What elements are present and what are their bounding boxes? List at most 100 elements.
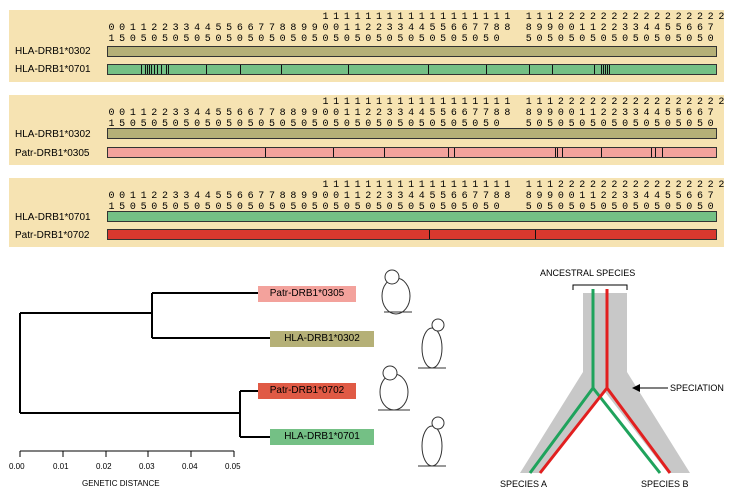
- ruler-digit: 9: [547, 23, 554, 34]
- ruler-digit: 5: [183, 119, 190, 130]
- ruler-digit: 0: [258, 202, 265, 213]
- mismatch-tick: [160, 65, 162, 74]
- ruler-digit: 5: [568, 119, 575, 130]
- ruler-digit: 7: [472, 108, 479, 119]
- ruler-digit: 3: [397, 23, 404, 34]
- ruler-digit: 5: [525, 202, 532, 213]
- ruler-digit: 0: [108, 23, 115, 34]
- ruler-digit: 1: [589, 108, 596, 119]
- ruler-digit: 4: [194, 23, 201, 34]
- ruler-digit: 0: [707, 119, 714, 130]
- ruler-digit: 8: [525, 191, 532, 202]
- ruler-digit: 6: [450, 108, 457, 119]
- ruler-digit: 1: [482, 97, 489, 108]
- ruler-digit: 0: [215, 34, 222, 45]
- ruler-digit: 1: [397, 180, 404, 191]
- ruler-digit: 0: [536, 202, 543, 213]
- ruler-digit: 1: [343, 191, 350, 202]
- ruler-digit: 2: [579, 97, 586, 108]
- ruler-digit: 1: [129, 23, 136, 34]
- axis-tick-label: 0.05: [225, 462, 241, 471]
- ruler-digit: 0: [536, 119, 543, 130]
- ruler-digit: 0: [301, 119, 308, 130]
- ruler-digit: 5: [482, 119, 489, 130]
- ruler-digit: 5: [183, 202, 190, 213]
- ruler-digit: 0: [172, 202, 179, 213]
- ruler-digit: 2: [632, 97, 639, 108]
- ruler-digit: 2: [557, 12, 564, 23]
- ruler-digit: 0: [108, 108, 115, 119]
- ruler-digit: 1: [365, 12, 372, 23]
- ruler-digit: 2: [686, 180, 693, 191]
- ruler-digit: 5: [664, 23, 671, 34]
- mismatch-tick: [485, 65, 487, 74]
- ruler-digit: 5: [226, 202, 233, 213]
- ruler-digit: 2: [611, 12, 618, 23]
- species-a-label: SPECIES A: [500, 479, 548, 489]
- ruler-digit: 6: [450, 191, 457, 202]
- ruler-digit: 1: [504, 180, 511, 191]
- ruler-digit: 1: [493, 97, 500, 108]
- ruler-digit: 1: [547, 12, 554, 23]
- ruler-digit: 8: [279, 23, 286, 34]
- ruler-digit: 6: [696, 191, 703, 202]
- ruler-digit: 1: [536, 180, 543, 191]
- ruler-digit: 1: [354, 23, 361, 34]
- ruler-digit: 7: [258, 108, 265, 119]
- ruler-digit: 4: [408, 23, 415, 34]
- ruler-digit: 2: [365, 23, 372, 34]
- ruler-digit: 1: [461, 97, 468, 108]
- ruler-digit: 6: [236, 23, 243, 34]
- ruler-digit: 2: [151, 191, 158, 202]
- ruler-digit: 0: [119, 23, 126, 34]
- ruler-digit: 5: [375, 202, 382, 213]
- ruler-digit: 3: [183, 108, 190, 119]
- ruler-digit: 2: [654, 180, 661, 191]
- ruler-digit: 5: [675, 202, 682, 213]
- ruler-digit: 0: [322, 23, 329, 34]
- mismatch-tick: [601, 65, 603, 74]
- ruler-digit: 2: [600, 23, 607, 34]
- ruler-digit: 5: [311, 34, 318, 45]
- ruler-digit: 8: [290, 108, 297, 119]
- ruler-digit: 5: [333, 202, 340, 213]
- ruler-digit: 2: [600, 12, 607, 23]
- ruler-digit: 5: [461, 34, 468, 45]
- ruler-digit: 0: [365, 34, 372, 45]
- ruler-digit: 5: [226, 119, 233, 130]
- ruler-digit: 5: [632, 119, 639, 130]
- mismatch-tick: [551, 65, 553, 74]
- ruler-digit: 1: [386, 97, 393, 108]
- mismatch-tick: [554, 148, 556, 157]
- axis-tick-label: 0.02: [96, 462, 112, 471]
- ruler-digit: 1: [579, 191, 586, 202]
- ruler-digit: 1: [440, 12, 447, 23]
- ruler-digit: 5: [654, 202, 661, 213]
- ruler-digit: 2: [707, 97, 714, 108]
- chimpanzee-icon: [378, 365, 410, 411]
- ruler-digit: 1: [354, 108, 361, 119]
- mismatch-tick: [603, 65, 605, 74]
- mismatch-tick: [655, 148, 657, 157]
- ruler-digit: 2: [632, 12, 639, 23]
- ruler-digit: 0: [322, 108, 329, 119]
- mismatch-tick: [528, 65, 530, 74]
- ruler-digit: 1: [418, 97, 425, 108]
- ruler-digit: 0: [664, 119, 671, 130]
- ruler-digit: 3: [172, 23, 179, 34]
- ruler-digit: 2: [365, 191, 372, 202]
- ruler-digit: 0: [600, 34, 607, 45]
- ruler-digit: 2: [675, 180, 682, 191]
- mismatch-tick: [333, 148, 335, 157]
- ruler-digit: 5: [675, 191, 682, 202]
- ruler-digit: 5: [226, 23, 233, 34]
- ruler-digit: 2: [611, 108, 618, 119]
- ruler-digit: 7: [482, 23, 489, 34]
- ruler-digit: 5: [204, 202, 211, 213]
- ruler-digit: 5: [290, 202, 297, 213]
- ruler-digit: 0: [579, 119, 586, 130]
